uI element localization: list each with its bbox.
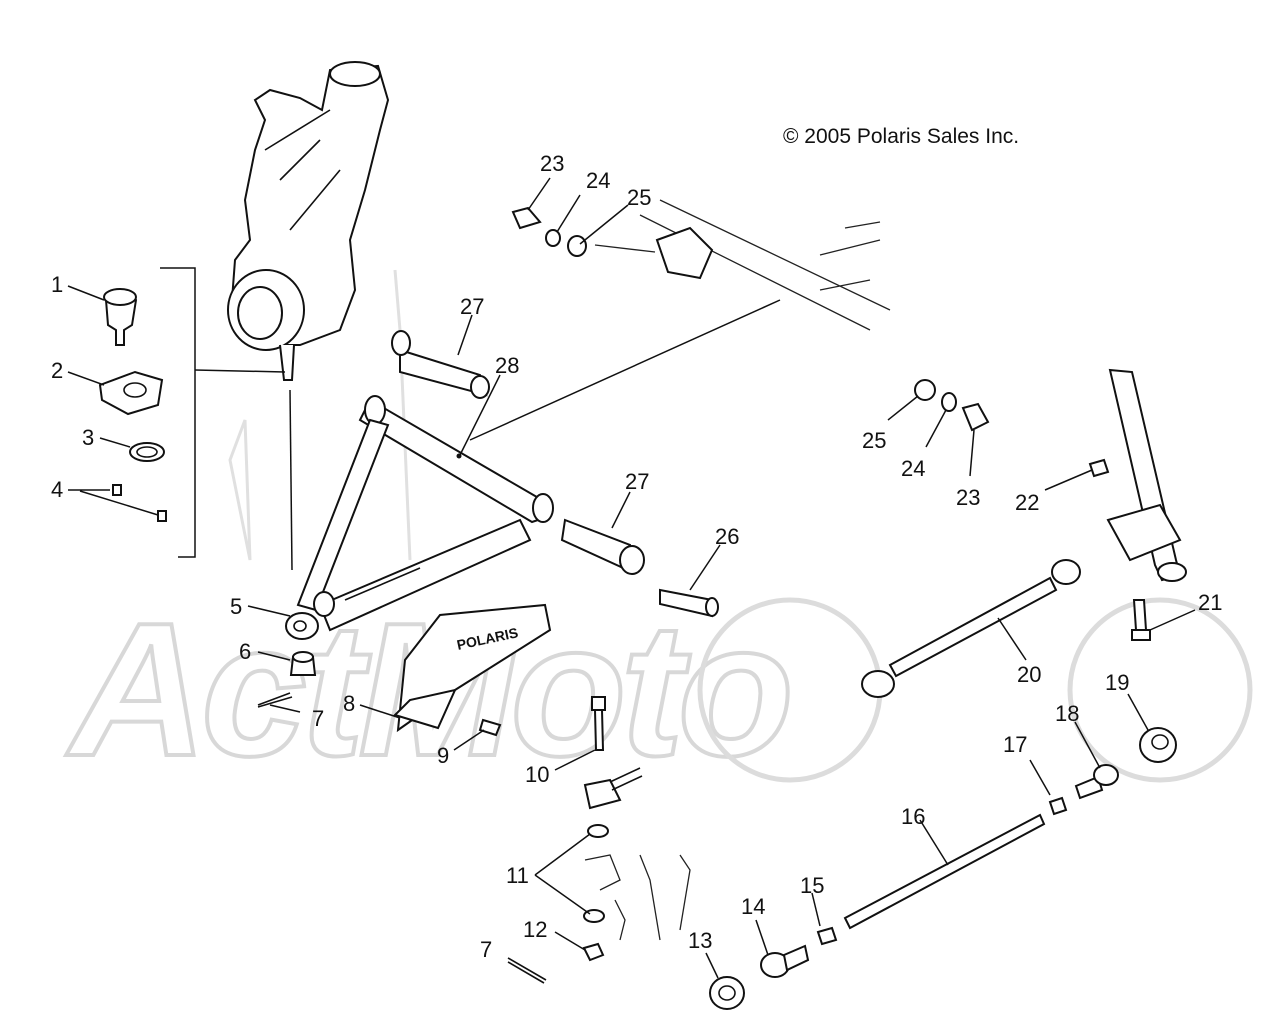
cotter-pin-lower — [507, 957, 547, 984]
callout-28: 28 — [495, 353, 519, 378]
callout-14: 14 — [741, 894, 765, 919]
callout-26: 26 — [715, 524, 739, 549]
callout-13: 13 — [688, 928, 712, 953]
callout-27-upper: 27 — [460, 294, 484, 319]
strut-upright — [1106, 368, 1187, 582]
callout-7-lower: 7 — [480, 937, 492, 962]
callout-17: 17 — [1003, 732, 1027, 757]
callouts: 1 2 3 4 5 6 7 8 9 10 11 12 7 13 14 15 16… — [51, 151, 1222, 962]
callout-18: 18 — [1055, 701, 1079, 726]
bolt-21 — [1131, 599, 1151, 641]
callout-20: 20 — [1017, 662, 1041, 687]
callout-23-upper: 23 — [540, 151, 564, 176]
bolt-23-right — [961, 402, 990, 432]
tie-rod-16 — [843, 813, 1046, 930]
rod-end-19 — [1139, 727, 1177, 763]
callout-11: 11 — [506, 863, 529, 888]
jam-nut-15 — [816, 926, 838, 946]
callout-25-right: 25 — [862, 428, 886, 453]
bolt-23-upper — [511, 206, 542, 230]
jam-nut-17 — [1048, 796, 1068, 816]
screw-lower — [157, 510, 167, 522]
a-arm — [285, 395, 554, 640]
snap-ring — [129, 442, 165, 462]
retainer-plate — [98, 370, 164, 416]
callout-21: 21 — [1198, 590, 1222, 615]
washer-24-right — [941, 392, 957, 412]
axis-line — [289, 389, 293, 571]
steering-knuckle — [227, 61, 390, 381]
pivot-tube-upper — [391, 330, 490, 399]
callout-22: 22 — [1015, 490, 1039, 515]
washer-25-upper — [567, 235, 587, 257]
callout-1: 1 — [51, 272, 63, 297]
callout-27-lower: 27 — [625, 469, 649, 494]
shock-eye-lower — [583, 767, 643, 810]
callout-19: 19 — [1105, 670, 1129, 695]
callout-9: 9 — [437, 743, 449, 768]
pivot-tube-lower — [560, 518, 645, 575]
arm-guide-line — [469, 299, 781, 441]
callout-3: 3 — [82, 425, 94, 450]
shock-bolt — [591, 696, 606, 751]
washer-24-upper — [545, 229, 561, 247]
frame-crossmember — [594, 199, 891, 331]
rod-end-13 — [709, 976, 745, 1010]
washer-25-right — [914, 379, 936, 401]
callout-15: 15 — [800, 873, 824, 898]
callout-10: 10 — [525, 762, 549, 787]
cotter-pin-upper — [257, 692, 293, 708]
skid-guard: POLARIS — [393, 603, 552, 733]
callout-24-right: 24 — [901, 456, 925, 481]
nut-22 — [1088, 458, 1110, 478]
guard-bolt — [478, 718, 502, 737]
link-rod-20 — [861, 559, 1081, 698]
callout-12: 12 — [523, 917, 547, 942]
callout-24-upper: 24 — [586, 168, 610, 193]
pivot-tube-26 — [659, 588, 719, 618]
copyright-text: © 2005 Polaris Sales Inc. — [783, 125, 1019, 148]
group-bracket — [160, 267, 196, 558]
leader-lines — [67, 177, 1196, 979]
castle-nut — [289, 651, 317, 676]
tie-rod-end-18 — [1074, 764, 1119, 800]
frame-bracket-ghost — [584, 854, 691, 941]
callout-25-upper: 25 — [627, 185, 651, 210]
screw-upper — [112, 484, 122, 496]
ball-joint — [103, 288, 138, 346]
callout-6: 6 — [239, 639, 251, 664]
washer-upper — [587, 824, 609, 838]
tie-rod-end-14 — [760, 944, 810, 978]
lock-nut — [582, 942, 605, 962]
callout-7-upper: 7 — [312, 706, 324, 731]
callout-16: 16 — [901, 804, 925, 829]
callout-4: 4 — [51, 477, 63, 502]
group-leader — [194, 369, 286, 373]
callout-2: 2 — [51, 358, 63, 383]
callout-23-right: 23 — [956, 485, 980, 510]
callout-5: 5 — [230, 594, 242, 619]
callout-8: 8 — [343, 691, 355, 716]
